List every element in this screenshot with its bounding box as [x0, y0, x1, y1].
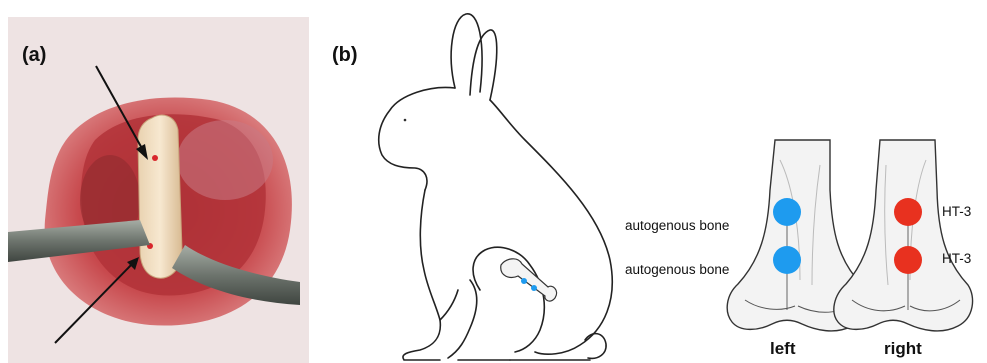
right-top-defect-label: HT-3: [942, 204, 971, 219]
right-bottom-defect-label: HT-3: [942, 251, 971, 266]
left-bone-caption: left: [770, 339, 796, 359]
right-bone-caption: right: [884, 339, 922, 359]
left-top-defect-label: autogenous bone: [625, 218, 729, 233]
right-bottom-defect-marker: [894, 246, 922, 274]
right-top-defect-marker: [894, 198, 922, 226]
left-bottom-defect-label: autogenous bone: [625, 262, 729, 277]
